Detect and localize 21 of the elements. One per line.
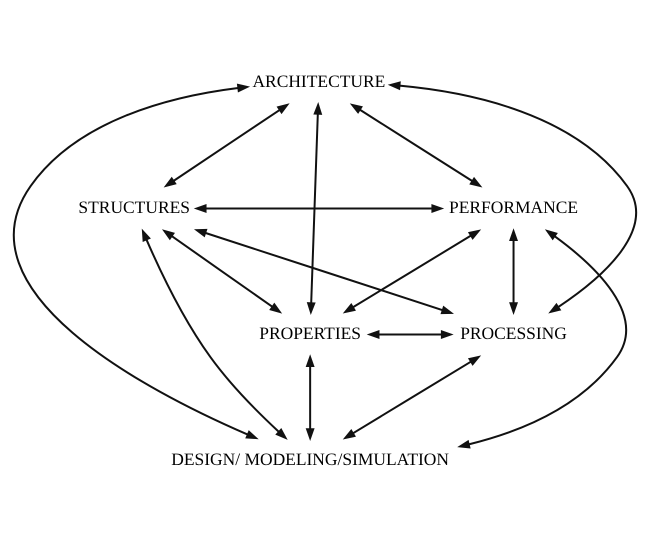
- arrow: [162, 229, 282, 314]
- node-text: STRUCTURES: [78, 197, 190, 218]
- arrow: [13, 84, 259, 440]
- arrow: [366, 330, 454, 339]
- arrow: [509, 228, 518, 315]
- arrow: [457, 229, 627, 449]
- arrow: [142, 228, 288, 440]
- arrow: [164, 103, 290, 188]
- arrow: [342, 229, 482, 314]
- arrow: [388, 81, 637, 314]
- arrow: [306, 354, 315, 442]
- node-text: PROPERTIES: [259, 323, 362, 344]
- arrow: [194, 228, 454, 314]
- arrow: [350, 103, 482, 188]
- arrow: [306, 102, 322, 316]
- node-text: ARCHITECTURE: [252, 71, 386, 92]
- node-text: PERFORMANCE: [449, 197, 578, 218]
- arrow: [342, 355, 482, 440]
- node-text: PROCESSING: [460, 323, 567, 344]
- node-text: DESIGN/ MODELING/SIMULATION: [171, 449, 450, 470]
- arrow: [194, 204, 444, 213]
